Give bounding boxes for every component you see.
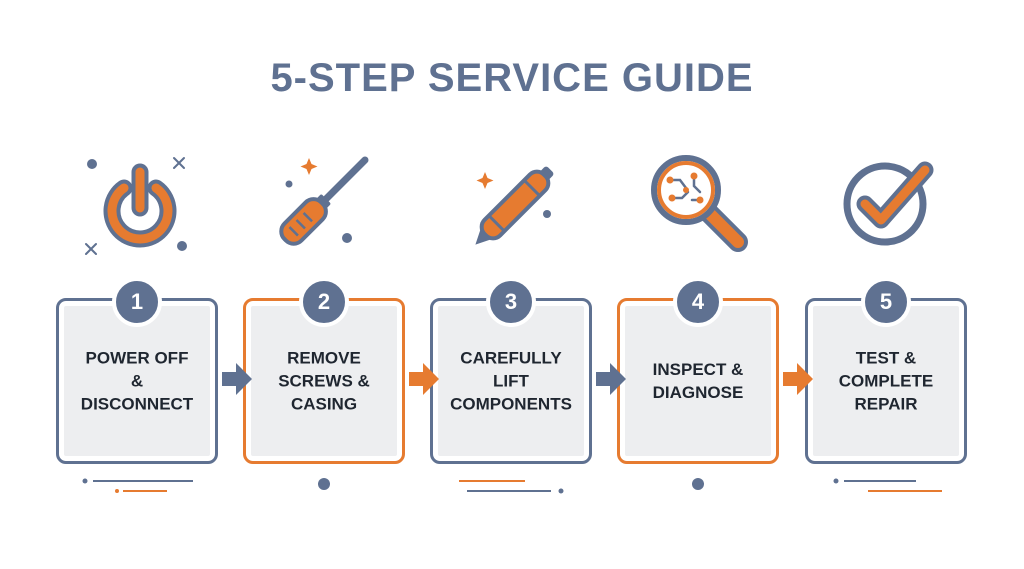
decorative-lines bbox=[47, 474, 227, 498]
screwdriver-icon bbox=[265, 150, 385, 260]
decorative-dot bbox=[234, 474, 414, 498]
checkmark-icon bbox=[827, 150, 947, 260]
step-label: REMOVE SCREWS & CASING bbox=[278, 348, 370, 414]
step-number-badge: 5 bbox=[861, 277, 911, 327]
step-label: CAREFULLY LIFT COMPONENTS bbox=[450, 348, 572, 414]
arrow-right-icon bbox=[783, 361, 813, 397]
step-number-badge: 3 bbox=[486, 277, 536, 327]
pry-tool-icon bbox=[455, 150, 575, 260]
page-title: 5-STEP SERVICE GUIDE bbox=[270, 56, 754, 100]
step-label: POWER OFF & DISCONNECT bbox=[80, 348, 194, 414]
power-icon bbox=[80, 150, 200, 260]
magnifier-circuit-icon bbox=[642, 150, 762, 260]
decorative-dot bbox=[608, 474, 788, 498]
arrow-right-icon bbox=[222, 361, 252, 397]
step-label: INSPECT & DIAGNOSE bbox=[652, 360, 744, 402]
arrow-right-icon bbox=[596, 361, 626, 397]
decorative-lines bbox=[421, 474, 601, 498]
step-number-badge: 2 bbox=[299, 277, 349, 327]
arrow-right-icon bbox=[409, 361, 439, 397]
step-label: TEST & COMPLETE REPAIR bbox=[838, 348, 934, 414]
decorative-lines bbox=[796, 474, 976, 498]
step-number-badge: 4 bbox=[673, 277, 723, 327]
step-number-badge: 1 bbox=[112, 277, 162, 327]
